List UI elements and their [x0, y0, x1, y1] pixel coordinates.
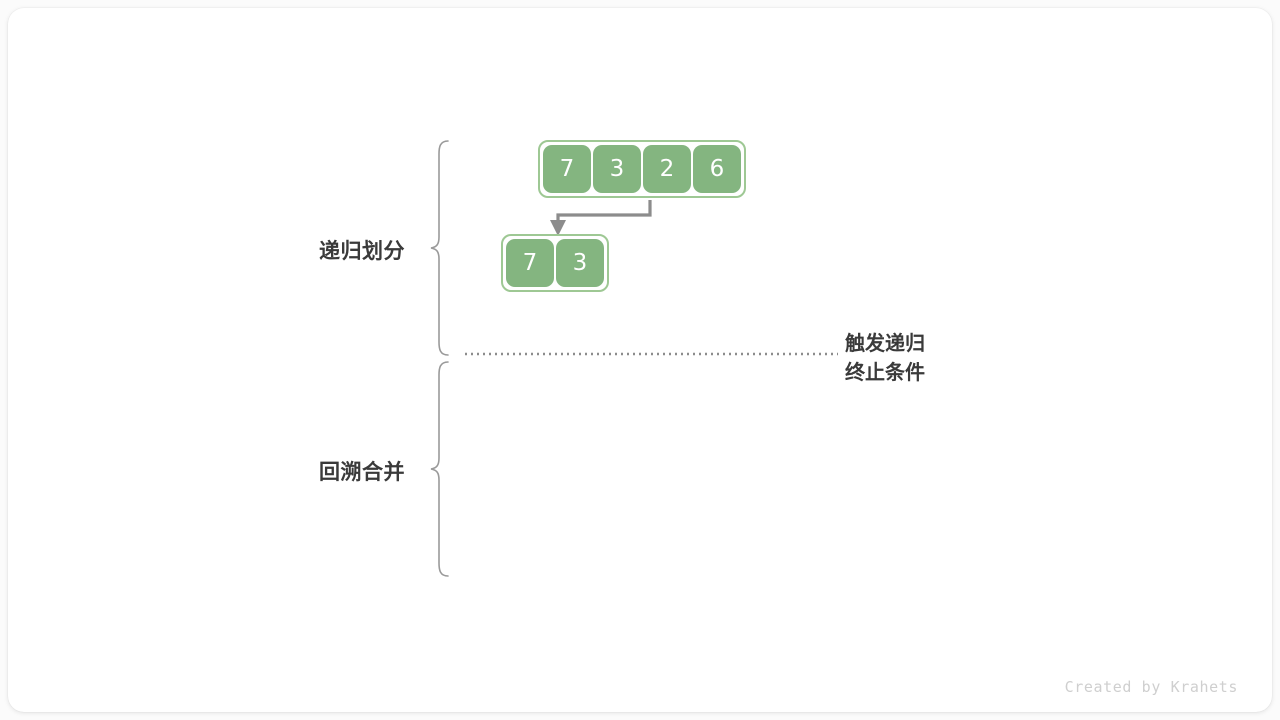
slide-card — [8, 8, 1272, 712]
left-subarray: 7 3 — [501, 234, 609, 292]
credit-text: Created by Krahets — [1064, 678, 1238, 696]
brace-merge — [430, 361, 449, 577]
note-line-1: 触发递归 — [845, 333, 925, 355]
brace-divide — [430, 140, 449, 356]
divide-arrow-line — [556, 200, 652, 228]
array-cell: 6 — [693, 145, 741, 193]
original-array: 7 3 2 6 — [538, 140, 746, 198]
divide-arrow-head — [550, 220, 566, 236]
stage-label-merge: 回溯合并 — [319, 461, 405, 484]
stage-label-divide: 递归划分 — [319, 240, 405, 263]
array-cell: 2 — [643, 145, 691, 193]
array-cell: 7 — [506, 239, 554, 287]
recursion-terminate-note: 触发递归 终止条件 — [845, 330, 925, 388]
array-cell: 3 — [593, 145, 641, 193]
array-cell: 3 — [556, 239, 604, 287]
note-line-2: 终止条件 — [845, 362, 925, 384]
array-cell: 7 — [543, 145, 591, 193]
